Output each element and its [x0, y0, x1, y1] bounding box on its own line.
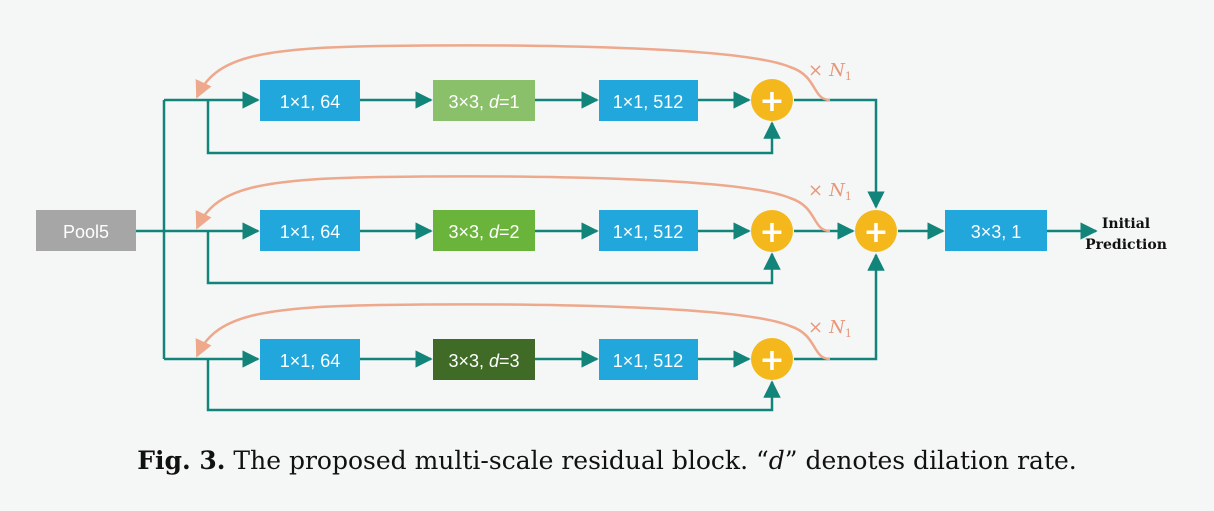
branch-2-add-circle: [751, 210, 793, 252]
branch-1-add-circle: [751, 79, 793, 121]
branch-3: 1×1, 64 3×3, d=3 1×1, 512 + ×N1: [164, 253, 885, 412]
branch-3-skip-connection: [206, 359, 781, 412]
branch-1-repeat-label: ×N1: [808, 60, 852, 83]
branch-3-add-symbol: +: [759, 343, 784, 378]
branch-2-conv-1x1-512: [599, 210, 698, 251]
initial-prediction-label-line1: Initial: [1102, 216, 1150, 232]
branch-2-repeat-label: ×N1: [808, 180, 852, 203]
caption-variable: d: [768, 446, 785, 475]
merge-stage: + 3×3, 1 Initial Prediction: [855, 210, 1167, 253]
branch-3-repeat-label: ×N1: [808, 317, 852, 340]
branch-1: 1×1, 64 3×3, d=1 1×1, 512 + ×N1: [164, 44, 885, 209]
caption-figure-label: Fig. 3.: [137, 446, 226, 475]
merge-add-symbol: +: [863, 215, 888, 250]
branch-3-conv-3x3-dilated-label: 3×3, d=3: [448, 351, 519, 371]
branch-2: 1×1, 64 3×3, d=2 1×1, 512 + ×N1: [164, 175, 855, 285]
merge-add-circle: [855, 210, 897, 252]
branch-3-conv-1x1-64: [260, 339, 360, 380]
branch-1-conv-3x3-dilated: [433, 80, 535, 121]
branch-3-conv-3x3-dilated: [433, 339, 535, 380]
output-conv-3x3-1-label: 3×3, 1: [971, 222, 1022, 242]
branch-2-repeat-loop: [195, 175, 831, 233]
branch-1-add-symbol: +: [759, 84, 784, 119]
branch-1-add-node: +: [751, 79, 793, 121]
branch-2-conv-1x1-64-label: 1×1, 64: [280, 222, 341, 242]
branch-3-conv-1x1-64-label: 1×1, 64: [280, 351, 341, 371]
branch-2-conv-1x1-64: [260, 210, 360, 251]
branch-1-to-merge-line: [794, 98, 885, 209]
branch-1-skip-connection: [206, 100, 781, 155]
input-fanout: [136, 100, 166, 359]
branch-3-to-merge-line: [794, 253, 885, 361]
branch-3-add-node: +: [751, 338, 793, 380]
residual-block-diagram: Pool5 1×1, 64 3×3, d=1 1×1, 512: [36, 44, 1167, 412]
merge-add-node: +: [855, 210, 897, 252]
branch-2-conv-1x1-512-label: 1×1, 512: [613, 222, 684, 242]
branch-2-add-symbol: +: [759, 215, 784, 250]
pool5-node: Pool5: [36, 210, 136, 251]
initial-prediction-label-line2: Prediction: [1085, 237, 1167, 253]
branch-1-conv-1x1-512: [599, 80, 698, 121]
branch-1-conv-1x1-64: [260, 80, 360, 121]
branch-1-conv-1x1-512-label: 1×1, 512: [613, 92, 684, 112]
branch-3-add-circle: [751, 338, 793, 380]
branch-2-add-node: +: [751, 210, 793, 252]
caption-text-before: The proposed multi-scale residual block.…: [225, 446, 769, 475]
branch-3-repeat-loop: [195, 303, 831, 361]
figure-caption: Fig. 3. The proposed multi-scale residua…: [0, 446, 1214, 475]
branch-1-conv-1x1-64-label: 1×1, 64: [280, 92, 341, 112]
branch-2-conv-3x3-dilated-label: 3×3, d=2: [448, 222, 519, 242]
branch-2-conv-3x3-dilated: [433, 210, 535, 251]
branch-1-conv-3x3-dilated-label: 3×3, d=1: [448, 92, 519, 112]
caption-text-after: ” denotes dilation rate.: [784, 446, 1077, 475]
branch-3-conv-1x1-512-label: 1×1, 512: [613, 351, 684, 371]
pool5-label: Pool5: [63, 222, 109, 242]
pool5-box: [36, 210, 136, 251]
output-conv-3x3-1: [945, 210, 1047, 251]
branch-2-skip-connection: [206, 231, 781, 285]
branch-3-conv-1x1-512: [599, 339, 698, 380]
branch-1-repeat-loop: [195, 44, 831, 102]
